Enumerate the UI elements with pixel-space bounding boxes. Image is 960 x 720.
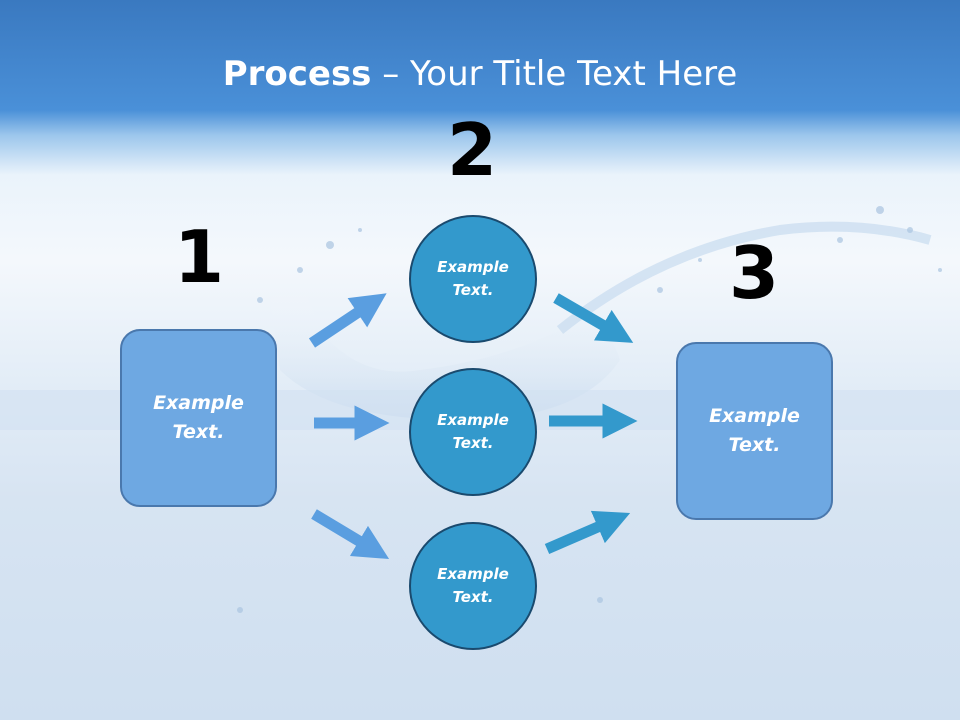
process-circle-middle: Example Text. <box>409 368 537 496</box>
step-number-1: 1 <box>173 215 225 299</box>
page-title: Process – Your Title Text Here <box>0 52 960 96</box>
process-circle-top: Example Text. <box>409 215 537 343</box>
step-number-2: 2 <box>446 108 498 192</box>
process-circle-bottom: Example Text. <box>409 522 537 650</box>
step-number-3: 3 <box>728 231 780 315</box>
title-bold: Process <box>222 54 372 94</box>
right-process-box: Example Text. <box>676 342 833 520</box>
title-rest: – Your Title Text Here <box>371 54 738 94</box>
left-process-box: Example Text. <box>120 329 277 507</box>
